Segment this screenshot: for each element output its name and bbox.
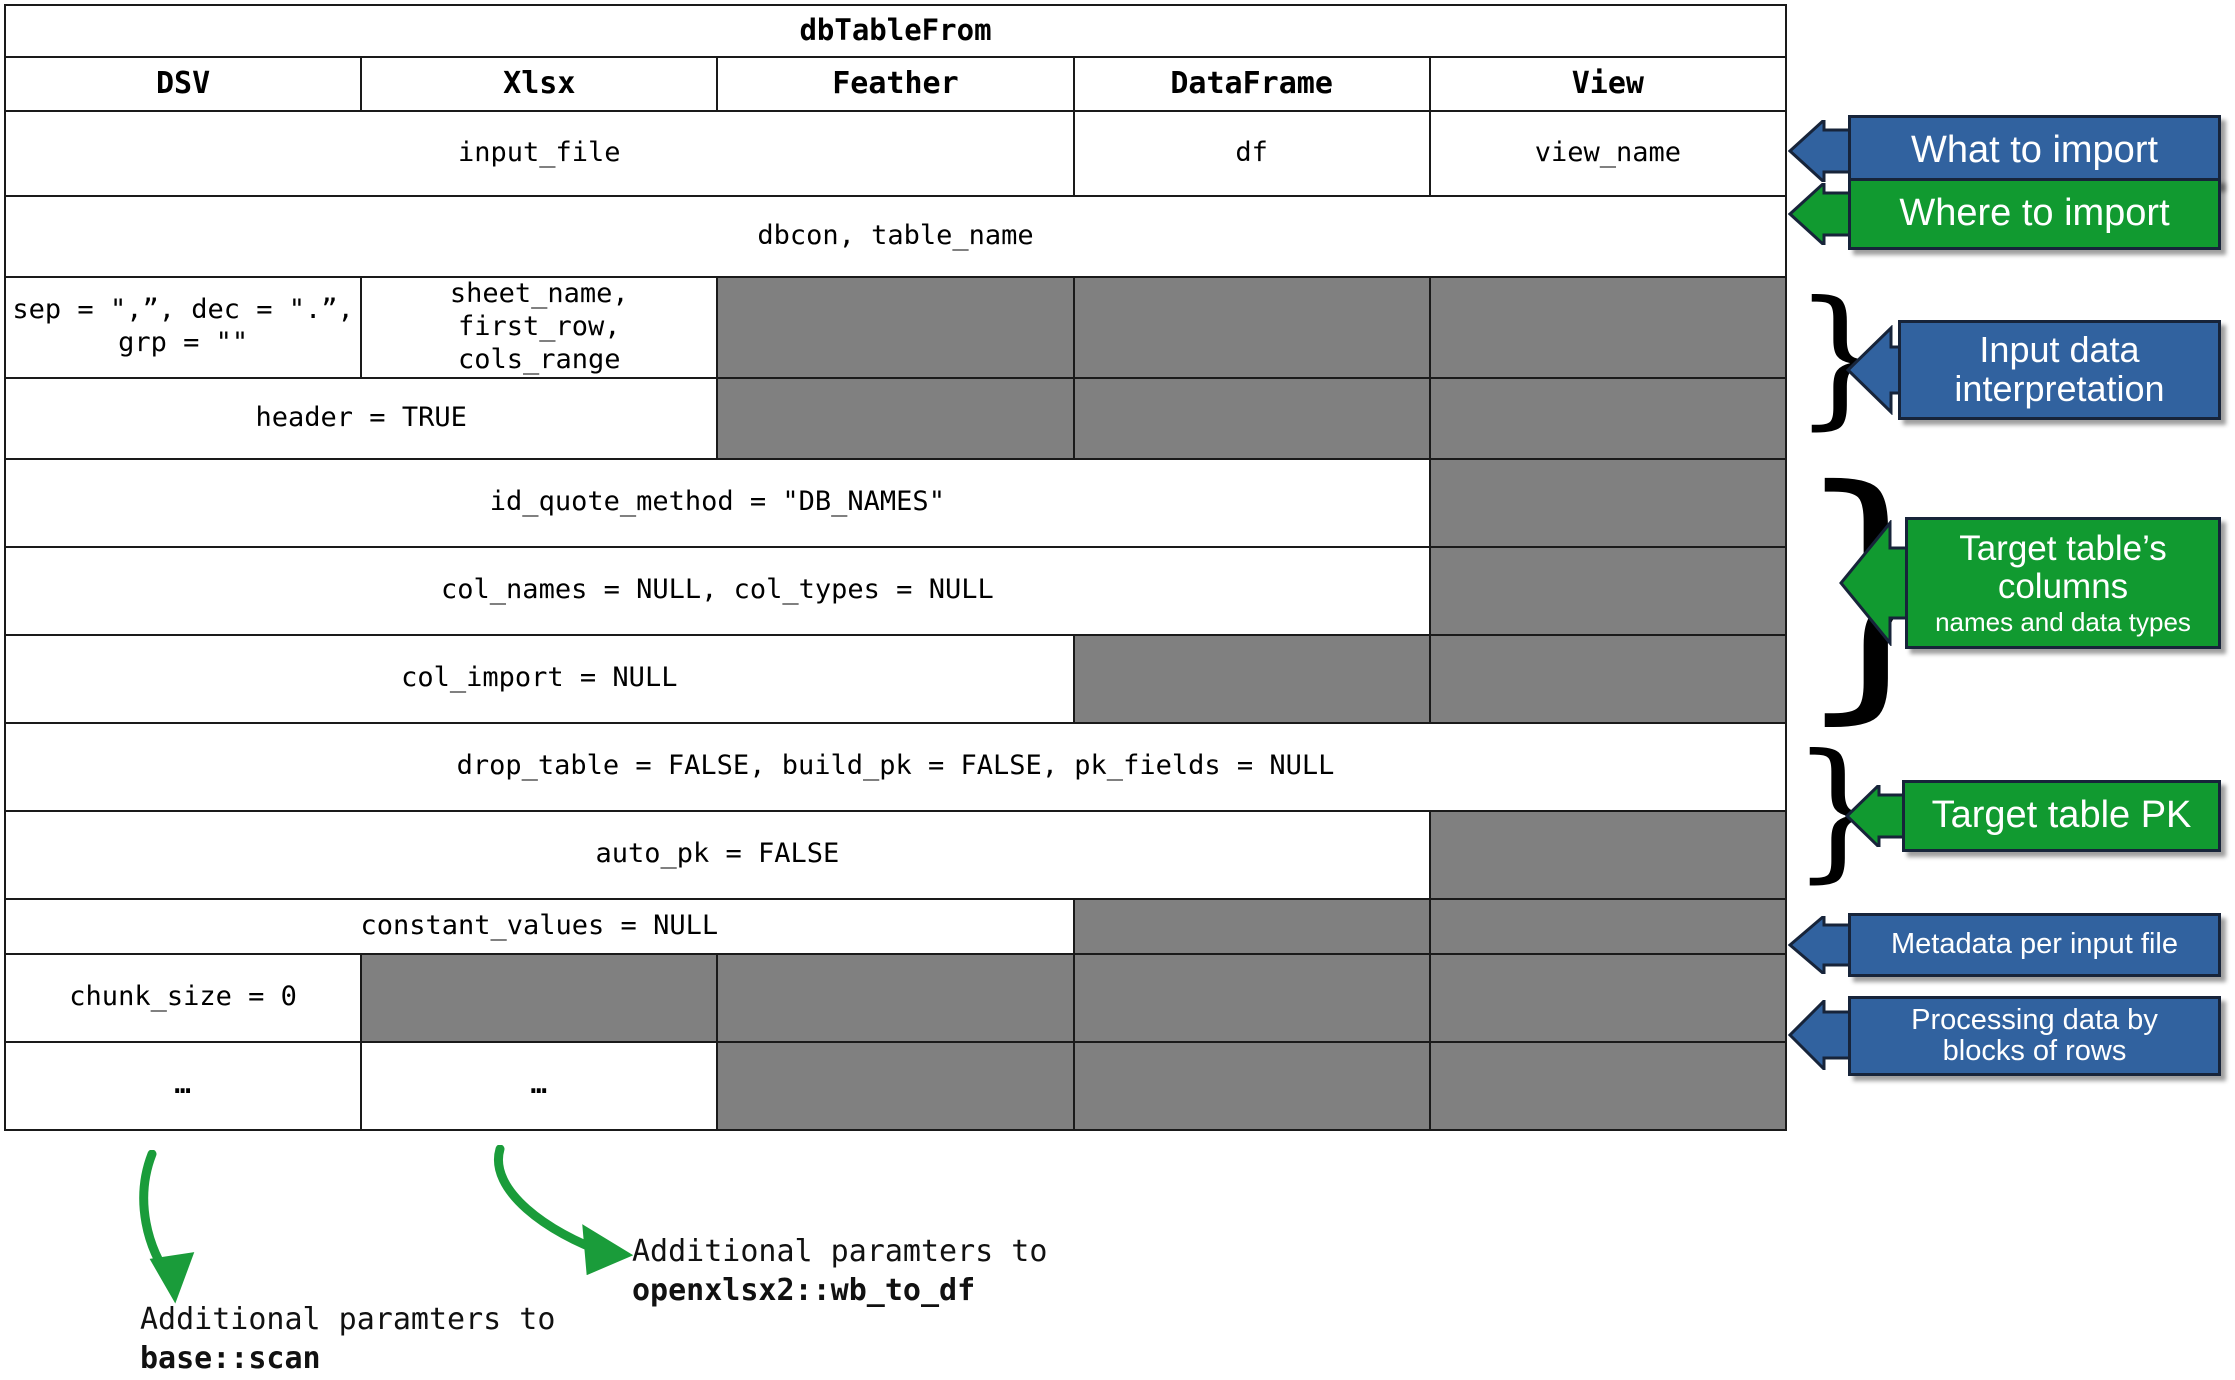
callout-input-data-interpretation[interactable]: Input data interpretation	[1898, 320, 2221, 420]
table-cell-ellipsis: …	[360, 1040, 719, 1131]
column-header-xlsx: Xlsx	[360, 56, 719, 112]
table-cell-disabled	[360, 952, 719, 1043]
table-cell-disabled	[716, 1040, 1075, 1131]
column-header-dsv: DSV	[3, 56, 363, 112]
table-title-row: dbTableFrom	[4, 4, 1787, 58]
table-row: ……	[3, 1040, 1788, 1131]
table-cell-col-import: col_import = NULL	[4, 633, 1075, 724]
callout-target-table-pk[interactable]: Target table PK	[1902, 780, 2221, 852]
table-cell-sep-dec-grp: sheet_name, first_row, cols_range	[360, 276, 719, 379]
table-cell-disabled	[1072, 1040, 1431, 1131]
callout-what-to-import[interactable]: What to import	[1848, 115, 2221, 187]
table-row: sep = ",”, dec = ".”, grp = ""sheet_name…	[3, 276, 1788, 379]
table-row: header = TRUE	[3, 376, 1788, 460]
table-cell-disabled	[1428, 457, 1788, 548]
callout-metadata-per-input-file[interactable]: Metadata per input file	[1848, 913, 2221, 977]
table-row: drop_table = FALSE, build_pk = FALSE, pk…	[4, 721, 1787, 812]
table-cell-disabled	[1428, 276, 1788, 379]
table-cell-disabled	[1428, 897, 1788, 955]
column-header-feather: Feather	[716, 56, 1075, 112]
table-cell-col-names-types: col_names = NULL, col_types = NULL	[4, 545, 1431, 636]
annotation-line1: Additional paramters to	[632, 1234, 1048, 1269]
callout-processing-data-by-blocks[interactable]: Processing data by blocks of rows	[1848, 996, 2221, 1076]
callout-sublabel: names and data types	[1935, 606, 2191, 637]
table-cell-disabled	[716, 276, 1075, 379]
callout-label: Where to import	[1899, 192, 2170, 235]
table-cell-disabled	[1428, 809, 1788, 900]
table-cell-chunk-size: chunk_size = 0	[3, 952, 363, 1043]
table-cell-what-to-import: input_file	[4, 110, 1075, 197]
table-cell-disabled	[1072, 952, 1431, 1043]
table-row: auto_pk = FALSE	[4, 809, 1788, 900]
annotation-line2: base::scan	[140, 1341, 321, 1376]
table-cell-what-to-import: view_name	[1428, 110, 1788, 197]
table-cell-ellipsis: …	[3, 1040, 363, 1131]
callout-where-to-import[interactable]: Where to import	[1848, 178, 2221, 250]
callout-target-table-columns[interactable]: Target table’s columns names and data ty…	[1905, 517, 2221, 649]
annotation-line1: Additional paramters to	[140, 1302, 556, 1337]
column-header-dataframe: DataFrame	[1072, 56, 1431, 112]
table-cell-disabled	[1072, 633, 1431, 724]
table-title: dbTableFrom	[4, 4, 1787, 58]
callout-label: Target table’s columns	[1959, 529, 2167, 606]
callout-label: Metadata per input file	[1891, 928, 2178, 961]
curved-arrow-wb-to-df	[494, 1145, 634, 1275]
table-cell-disabled	[1072, 897, 1431, 955]
table-cell-disabled	[1072, 376, 1431, 460]
table-cell-disabled	[1428, 633, 1788, 724]
annotation-base-scan: Additional paramters to base::scan	[140, 1300, 555, 1378]
table-row: dbcon, table_name	[4, 195, 1787, 278]
table-cell-id-quote-method: id_quote_method = "DB_NAMES"	[4, 457, 1431, 548]
table-cell-disabled	[716, 376, 1075, 460]
table-cell-sep-dec-grp: sep = ",”, dec = ".”, grp = ""	[3, 276, 363, 379]
annotation-wb-to-df: Additional paramters to openxlsx2::wb_to…	[632, 1232, 1047, 1310]
table-cell-disabled	[1428, 952, 1788, 1043]
table-cell-where-to-import: dbcon, table_name	[4, 195, 1787, 278]
table-cell-drop-table-build-pk: drop_table = FALSE, build_pk = FALSE, pk…	[4, 721, 1787, 812]
callout-label: Input data interpretation	[1954, 329, 2165, 409]
table-cell-disabled	[716, 952, 1075, 1043]
table-cell-auto-pk: auto_pk = FALSE	[4, 809, 1431, 900]
callout-label: What to import	[1910, 129, 2159, 172]
table-cell-header: header = TRUE	[3, 376, 719, 460]
table-cell-disabled	[1428, 545, 1788, 636]
table-row: id_quote_method = "DB_NAMES"	[4, 457, 1788, 548]
column-header-view: View	[1428, 56, 1788, 112]
table-row: constant_values = NULL	[4, 897, 1788, 955]
table-cell-what-to-import: df	[1072, 110, 1431, 197]
table-row: chunk_size = 0	[3, 952, 1788, 1043]
table-cell-disabled	[1428, 376, 1788, 460]
annotation-line2: openxlsx2::wb_to_df	[632, 1273, 976, 1308]
table-row: col_names = NULL, col_types = NULL	[4, 545, 1788, 636]
table-row: col_import = NULL	[4, 633, 1788, 724]
table-cell-disabled	[1072, 276, 1431, 379]
table-cell-disabled	[1428, 1040, 1788, 1131]
callout-label: Processing data by blocks of rows	[1911, 1003, 2158, 1067]
table-cell-constant-values: constant_values = NULL	[4, 897, 1075, 955]
curved-arrow-base-scan	[139, 1150, 195, 1304]
callout-label: Target table PK	[1931, 794, 2192, 837]
